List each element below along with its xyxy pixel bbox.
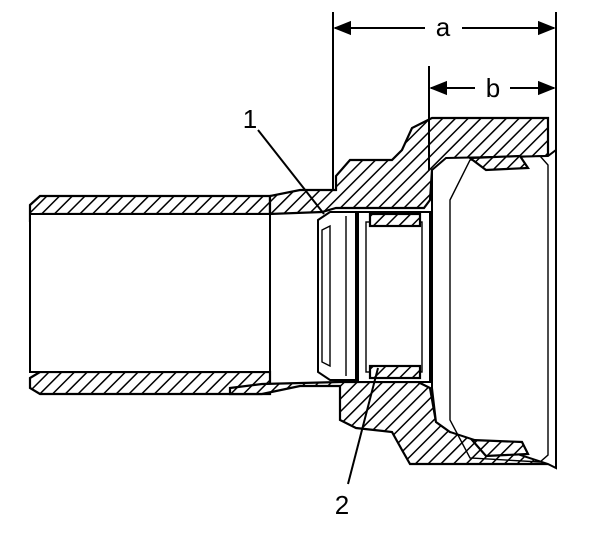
dim-a-label: a xyxy=(436,12,451,42)
seal-lip xyxy=(321,224,331,368)
dim-b-label: b xyxy=(486,73,500,103)
callout-1-leader xyxy=(257,129,325,215)
callout-2-label: 2 xyxy=(335,490,349,520)
tube-bore xyxy=(29,213,271,373)
bearing-lower-roller xyxy=(368,364,422,380)
housing-upper-body xyxy=(268,116,550,216)
callout-2-leader xyxy=(347,367,379,485)
bearing-upper-roller xyxy=(368,212,422,228)
cup-lower-ridge xyxy=(469,438,530,458)
callout-1-label: 1 xyxy=(243,104,257,134)
seal-ring xyxy=(317,211,357,381)
bearing-outer-race xyxy=(357,211,431,383)
cup-upper-ridge xyxy=(466,154,530,172)
